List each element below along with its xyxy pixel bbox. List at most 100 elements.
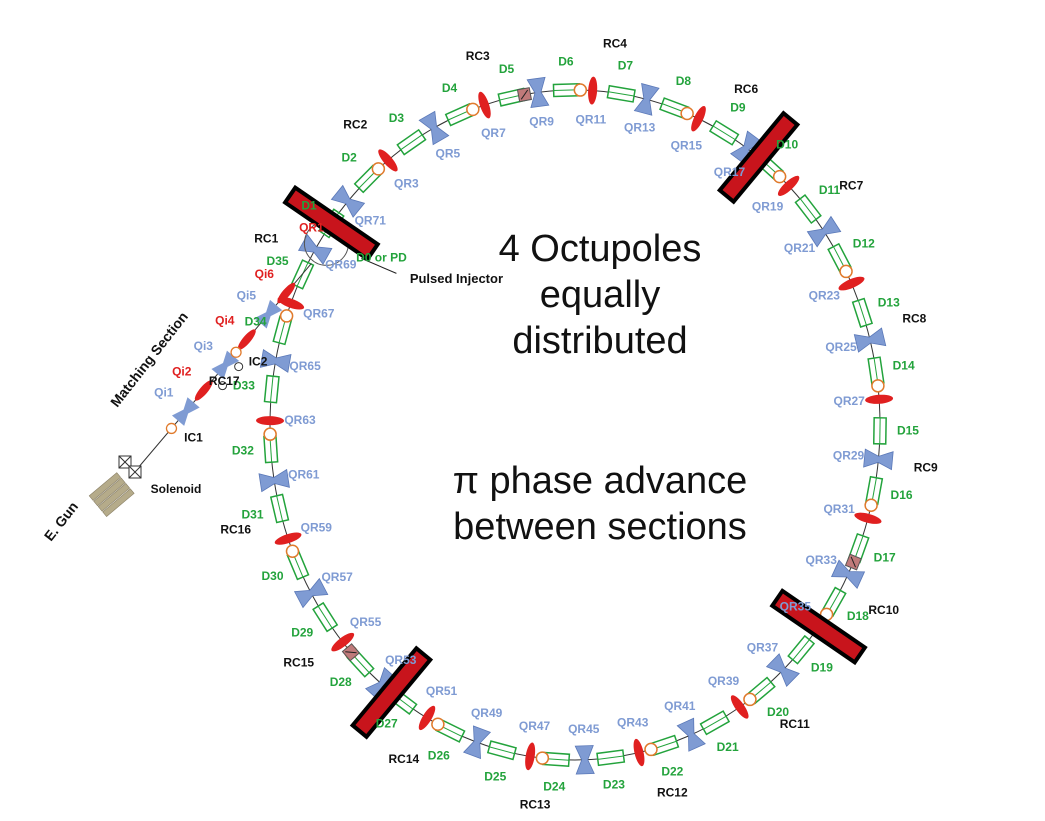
dipole-D7: [606, 84, 636, 103]
quad-QR11: [588, 76, 598, 105]
dipole-midline: [608, 91, 635, 97]
quad-QR57: [293, 577, 329, 609]
quad-defocus-shape: [378, 149, 398, 172]
dipole-label: D30: [261, 569, 283, 583]
bpm-marker: [230, 346, 242, 358]
dipole-label: D5: [499, 62, 515, 76]
dipole-label: D8: [676, 74, 692, 88]
dipole-label: D18: [847, 609, 869, 623]
matching-quad: [254, 299, 283, 329]
matching-quad: [211, 350, 240, 380]
rc-label: RC13: [520, 798, 551, 812]
quad-QR41: [676, 717, 706, 752]
quad-QR63: [256, 416, 285, 426]
dipole-label: D33: [233, 378, 255, 392]
quad-QR15: [691, 105, 706, 132]
quad-label: QR31: [823, 502, 855, 516]
quad-QR9: [526, 76, 550, 109]
quad-focus-shape: [853, 327, 887, 353]
matching-section-label: Matching Section: [107, 309, 191, 410]
bpm-marker: [743, 692, 757, 707]
e-gun-label: E. Gun: [41, 498, 81, 543]
dipole-label: D10: [776, 137, 798, 151]
dipole-label: D19: [811, 661, 833, 675]
quad-label: QR65: [289, 359, 321, 373]
rc-label: RC9: [914, 461, 938, 475]
quad-QR19: [777, 175, 800, 196]
quad-label: QR57: [321, 570, 353, 584]
dipole-label: D34: [245, 315, 267, 329]
quad-defocus-shape: [418, 705, 436, 731]
octupole-bar: [716, 110, 801, 205]
dipole-midline: [400, 134, 423, 151]
quad-focus-shape: [171, 397, 200, 426]
quad-QR23: [838, 276, 865, 291]
caption-line: between sections: [453, 506, 747, 548]
corrector-slash: [520, 89, 529, 100]
quad-label: QR39: [708, 674, 740, 688]
bpm-marker: [535, 751, 550, 765]
dipole-label: D4: [442, 81, 458, 95]
quad-label: QR49: [471, 706, 503, 720]
dipole-label: D1: [301, 199, 317, 213]
quad-defocus-shape: [194, 380, 213, 401]
bpm-marker: [263, 427, 277, 441]
quad-QR71: [330, 184, 366, 218]
quad-QR5: [418, 110, 450, 146]
dipole-label: D23: [603, 778, 625, 792]
quad-QR69: [297, 234, 333, 265]
octupole-rect: [282, 184, 381, 262]
quad-label: QR5: [435, 147, 460, 161]
bpm-marker: [371, 162, 386, 176]
quad-label: QR7: [481, 126, 506, 140]
caption-line: π phase advance: [452, 460, 748, 502]
dipole-midline: [489, 746, 515, 755]
dipole-midline: [799, 198, 817, 220]
dipole-midline: [276, 495, 284, 522]
quad-QR51: [418, 705, 436, 731]
dipole-label: D20: [767, 705, 789, 719]
dipole-label: D24: [543, 779, 565, 793]
corrector-slash: [345, 651, 357, 654]
matching-quad: [171, 397, 200, 426]
quad-label: QR59: [301, 521, 333, 535]
quad-QR27: [865, 394, 894, 404]
solenoid-coil-x: [118, 455, 132, 469]
quad-QR39: [730, 695, 749, 719]
quad-QR13: [633, 83, 660, 116]
pulsed-injector-label: Pulsed Injector: [410, 271, 503, 286]
quad-defocus-shape: [777, 175, 800, 196]
dipole-D9: [708, 119, 740, 146]
dipole-label: D29: [291, 625, 313, 639]
dipole-label: D22: [661, 764, 683, 778]
octupole-rect: [349, 645, 434, 740]
rc-label: RC8: [902, 312, 926, 326]
rc-label: RC2: [343, 117, 367, 131]
quad-defocus-shape: [525, 742, 536, 771]
quad-QR47: [525, 742, 536, 771]
dipole-D29: [312, 601, 339, 633]
matching-quad-label-red: Qi2: [172, 365, 192, 379]
quad-focus-shape: [330, 184, 366, 218]
octupole-caption: 4 Octupoles equally distributed: [420, 226, 780, 364]
dipole-label: D14: [893, 359, 915, 373]
rc-label: RC10: [868, 603, 899, 617]
matching-quad-label: Qi5: [237, 288, 257, 302]
dipole-label: D2: [341, 150, 357, 164]
d0-label: D0 or PD: [356, 251, 407, 265]
quad-focus-shape: [254, 299, 283, 329]
quad-defocus-shape: [865, 394, 894, 404]
quad-label: QR19: [752, 199, 784, 213]
dipole-label: D7: [618, 58, 634, 72]
quad-label: QR47: [519, 719, 551, 733]
ring-elements: [256, 76, 894, 775]
bpm-marker: [279, 309, 294, 323]
quad-label: QR23: [809, 288, 841, 302]
quad-QR3: [378, 149, 398, 172]
quad-label: QR27: [834, 394, 866, 408]
matching-quad: [237, 329, 256, 350]
corrector-marker: [341, 643, 361, 662]
quad-focus-shape: [293, 577, 329, 609]
quad-label: QR29: [833, 448, 865, 462]
solenoid-label: Solenoid: [151, 482, 202, 496]
